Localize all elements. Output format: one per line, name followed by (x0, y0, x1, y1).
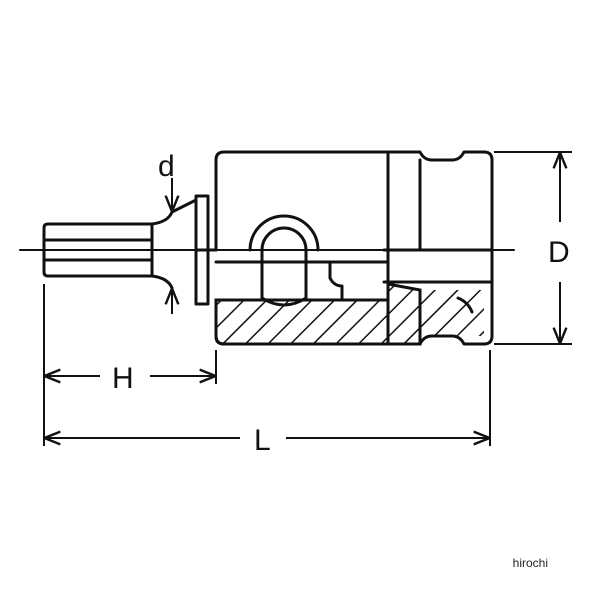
dimension-l (46, 350, 491, 446)
watermark-text: hirochi (512, 556, 548, 570)
label-d: d (158, 150, 175, 183)
dimension-h (43, 284, 217, 446)
label-l: L (254, 424, 271, 457)
dimension-D (494, 151, 572, 345)
label-D: D (548, 236, 570, 269)
section-hatch (214, 282, 422, 346)
hex-bit (42, 198, 198, 302)
label-h: H (112, 362, 134, 395)
